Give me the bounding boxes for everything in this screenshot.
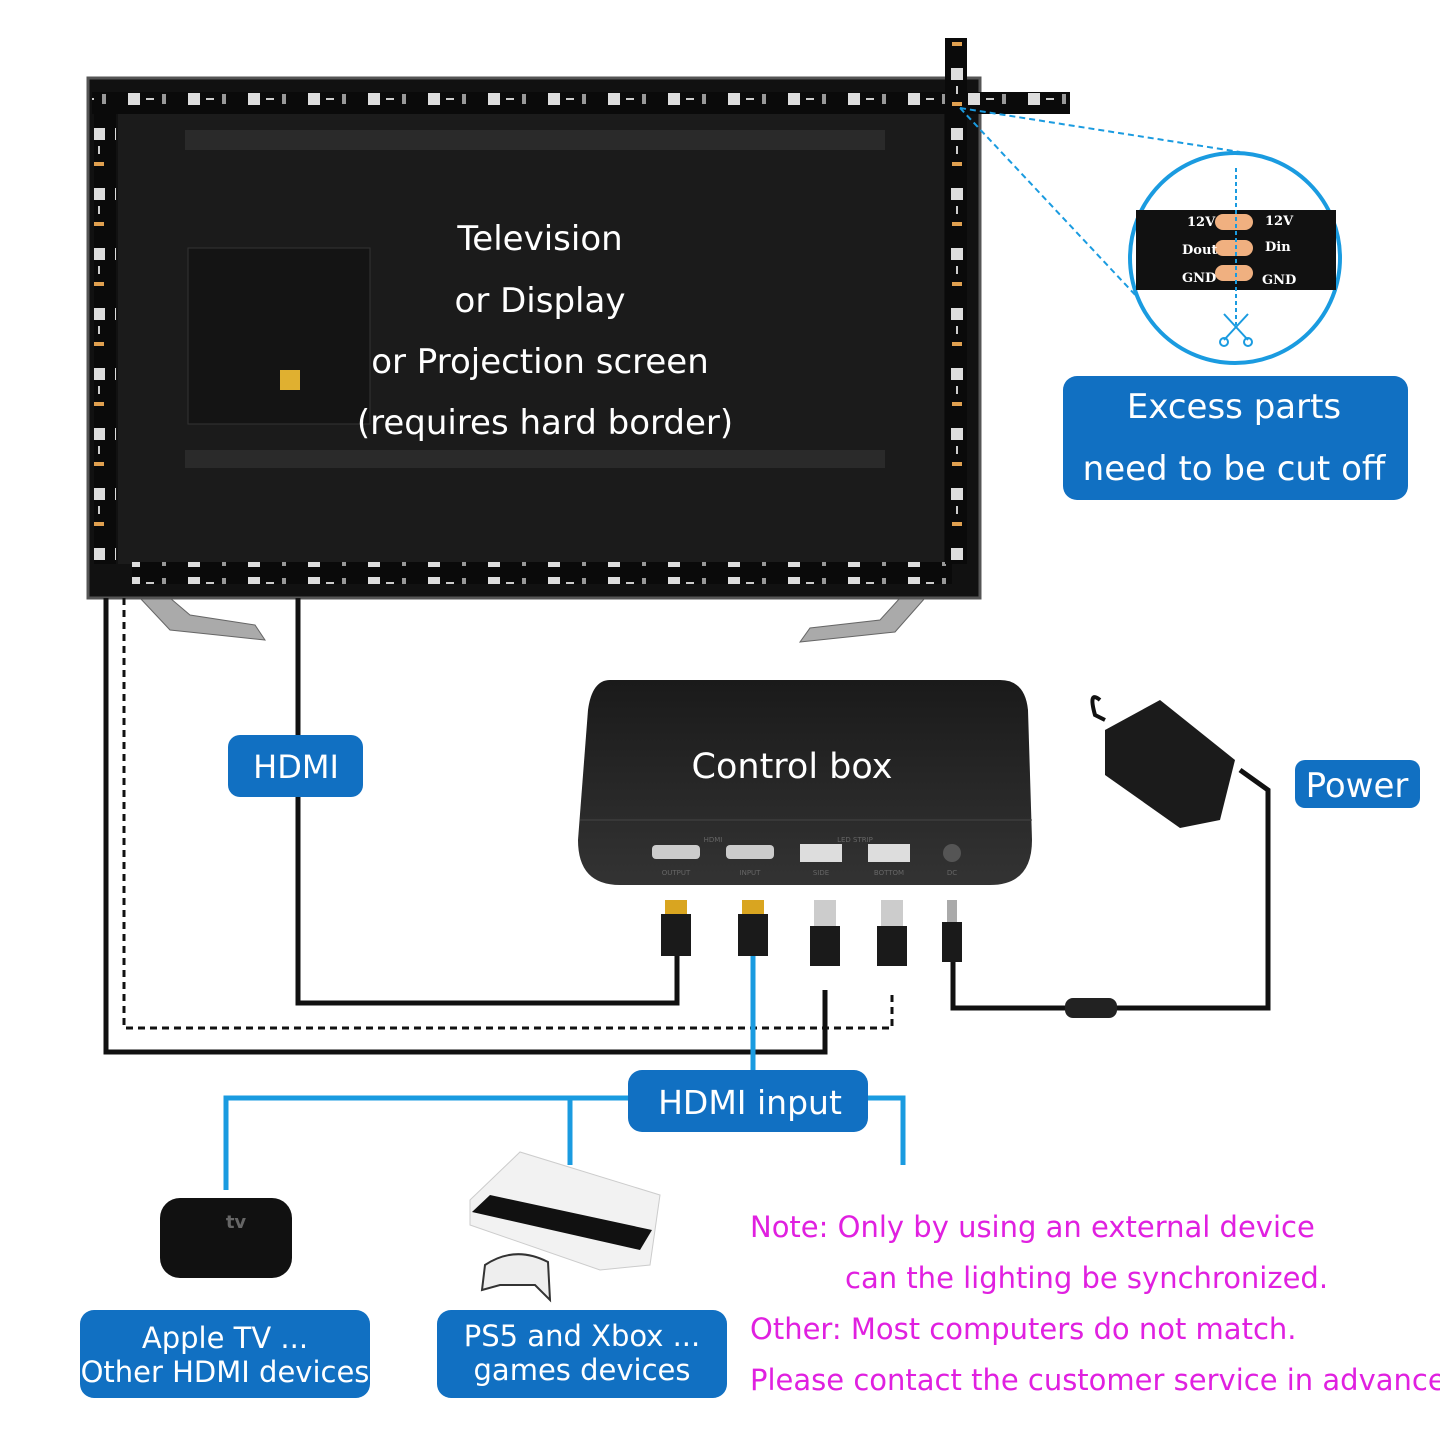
apple-tv-label: Apple TV ... Other HDMI devices bbox=[80, 1310, 370, 1398]
note-line-3: Other: Most computers do not match. bbox=[750, 1312, 1296, 1346]
port-label-dc: DC bbox=[947, 869, 957, 877]
port-group-led: LED STRIP bbox=[837, 836, 873, 844]
pin-right-gnd: GND bbox=[1262, 273, 1296, 288]
cables bbox=[103, 598, 1271, 1190]
apple-tv-device: tv bbox=[160, 1198, 292, 1278]
power-label: Power bbox=[1295, 760, 1420, 808]
note-line-2: can the lighting be synchronized. bbox=[845, 1261, 1328, 1295]
hdmi-input-port bbox=[726, 845, 774, 859]
tv-label-line-4: (requires hard border) bbox=[357, 403, 733, 443]
television bbox=[86, 76, 982, 600]
tv-stand-right bbox=[798, 597, 927, 643]
port-label-input: INPUT bbox=[740, 869, 762, 877]
apple-tv-logo: tv bbox=[226, 1212, 247, 1233]
plugs bbox=[661, 900, 962, 966]
pin-left-12v: 12V bbox=[1187, 215, 1216, 230]
ps5-label-line-2: games devices bbox=[474, 1353, 691, 1387]
dc-port bbox=[943, 844, 961, 862]
tv-label-line-3: or Projection screen bbox=[371, 342, 709, 382]
excess-line-2: need to be cut off bbox=[1083, 449, 1387, 489]
scissors-icon bbox=[1219, 313, 1253, 347]
pin-left-dout: Dout bbox=[1182, 243, 1217, 258]
hdmi-input-label-text: HDMI input bbox=[658, 1083, 842, 1122]
pin-left-gnd: GND bbox=[1182, 271, 1216, 286]
led-strip-top bbox=[92, 92, 1070, 114]
port-label-bottom: BOTTOM bbox=[874, 869, 904, 877]
control-box: Control box HDMI LED STRIP OUTPUT INPUT … bbox=[578, 680, 1032, 885]
led-strip-left bbox=[94, 114, 116, 564]
hdmi-label: HDMI bbox=[228, 735, 363, 797]
apple-tv-label-line-2: Other HDMI devices bbox=[81, 1355, 370, 1389]
port-group-hdmi: HDMI bbox=[704, 836, 723, 844]
control-box-label: Control box bbox=[692, 747, 893, 787]
hdmi-input-label: HDMI input bbox=[628, 1070, 868, 1132]
usb-side-port bbox=[800, 844, 842, 862]
excess-line-1: Excess parts bbox=[1127, 387, 1341, 427]
excess-parts-label: Excess parts need to be cut off bbox=[1063, 376, 1408, 500]
pin-right-12v: 12V bbox=[1265, 214, 1294, 229]
usb-bottom-port bbox=[868, 844, 910, 862]
port-label-output: OUTPUT bbox=[662, 869, 691, 877]
tv-label-line-2: or Display bbox=[455, 281, 626, 321]
ps5-label-line-1: PS5 and Xbox ... bbox=[464, 1319, 701, 1353]
led-strip-right bbox=[945, 38, 967, 564]
pin-right-din: Din bbox=[1265, 240, 1291, 255]
note-line-1: Note: Only by using an external device bbox=[750, 1210, 1315, 1244]
led-strip-bottom bbox=[132, 562, 952, 584]
port-label-side: SIDE bbox=[813, 869, 829, 877]
hdmi-label-text: HDMI bbox=[253, 748, 339, 786]
tv-label-line-1: Television bbox=[456, 219, 622, 259]
strip-cut-inset: 12V Dout GND 12V Din GND bbox=[959, 107, 1342, 365]
ps5-console bbox=[469, 1151, 661, 1303]
tv-stand-left bbox=[138, 597, 267, 641]
power-label-text: Power bbox=[1306, 766, 1409, 806]
apple-tv-label-line-1: Apple TV ... bbox=[142, 1321, 308, 1355]
hdmi-output-port bbox=[652, 845, 700, 859]
ps5-label: PS5 and Xbox ... games devices bbox=[437, 1310, 727, 1398]
power-adapter bbox=[1090, 695, 1235, 828]
note-line-4: Please contact the customer service in a… bbox=[750, 1363, 1440, 1397]
